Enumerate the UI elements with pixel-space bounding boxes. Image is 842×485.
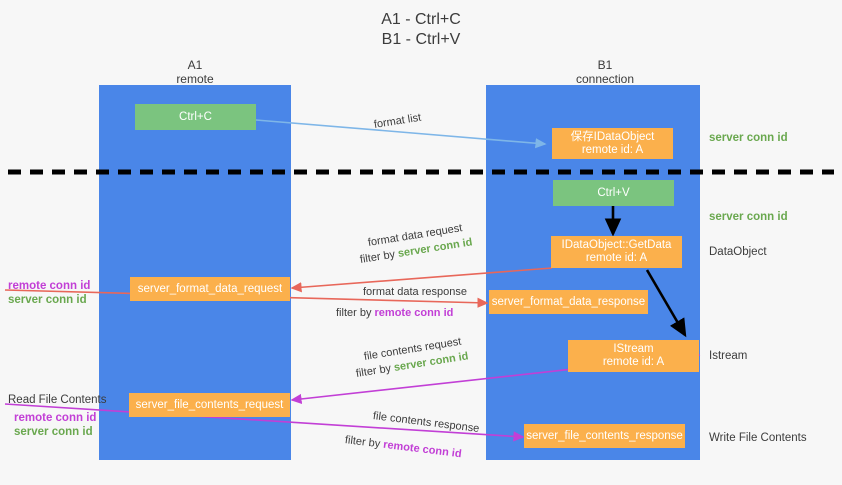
box-server-file-contents-response[interactable]: server_file_contents_response <box>524 424 685 448</box>
filter-prefix: filter by <box>336 307 375 319</box>
box-server-file-contents-response-label: server_file_contents_response <box>526 429 683 442</box>
filter-prefix: filter by <box>344 434 384 451</box>
box-ctrl-v-label: Ctrl+V <box>597 186 630 199</box>
box-server-format-data-request-label: server_format_data_request <box>137 282 283 295</box>
label-istream: Istream <box>709 350 748 362</box>
lane-header-b1: B1 connection <box>545 58 665 86</box>
label-dataobject: DataObject <box>709 246 767 258</box>
lane-header-b1-name: B1 <box>597 58 613 72</box>
label-write-file-contents: Write File Contents <box>709 432 807 444</box>
title-line-2: B1 - Ctrl+V <box>381 31 461 48</box>
box-idataobject-title: 保存IDataObject <box>570 130 655 143</box>
lane-header-b1-sub: connection <box>575 72 635 86</box>
filter-prefix: filter by <box>355 362 395 380</box>
filter-prefix: filter by <box>359 248 399 266</box>
lane-header-a1: A1 remote <box>135 58 255 86</box>
label-remote-conn-id-format: remote conn id <box>8 280 91 292</box>
box-idataobject-getdata[interactable]: IDataObject::GetData remote id: A <box>551 236 682 268</box>
filter-key-remote-conn-id: remote conn id <box>382 438 463 461</box>
filter-key-remote-conn-id: remote conn id <box>374 307 454 319</box>
box-ctrl-c-label: Ctrl+C <box>179 110 212 123</box>
edge-label-format-data-response: format data response <box>363 286 467 298</box>
box-idataobject-remote-id: remote id: A <box>581 143 644 156</box>
box-idataobject[interactable]: 保存IDataObject remote id: A <box>552 128 673 159</box>
label-server-conn-id-second: server conn id <box>709 211 788 223</box>
box-server-file-contents-request-label: server_file_contents_request <box>135 398 284 411</box>
lane-header-a1-name: A1 <box>187 58 203 72</box>
box-ctrl-v[interactable]: Ctrl+V <box>553 180 674 206</box>
left-label-group-format: remote conn id server conn id <box>8 279 90 307</box>
label-remote-conn-id-file: remote conn id <box>14 412 97 424</box>
box-ctrl-c[interactable]: Ctrl+C <box>135 104 256 130</box>
label-server-conn-id-format: server conn id <box>8 294 87 306</box>
box-server-format-data-response[interactable]: server_format_data_response <box>489 290 648 314</box>
label-server-conn-id-file: server conn id <box>14 426 93 438</box>
edge-label-format-data-response-filter: filter by remote conn id <box>336 306 453 320</box>
box-istream-title: IStream <box>613 343 654 355</box>
box-server-file-contents-request[interactable]: server_file_contents_request <box>129 393 290 417</box>
box-getdata-remote-id: remote id: A <box>585 252 648 264</box>
left-label-group-file: remote conn id server conn id <box>14 411 96 439</box>
title-line-1: A1 - Ctrl+C <box>381 11 461 28</box>
diagram-title: A1 - Ctrl+C B1 - Ctrl+V <box>0 10 842 50</box>
box-getdata-title: IDataObject::GetData <box>561 239 672 251</box>
lane-header-a1-sub: remote <box>176 72 214 86</box>
box-istream[interactable]: IStream remote id: A <box>568 340 699 372</box>
label-read-file-contents: Read File Contents <box>8 394 107 406</box>
box-server-format-data-request[interactable]: server_format_data_request <box>130 277 290 301</box>
box-server-format-data-response-label: server_format_data_response <box>491 295 646 308</box>
box-istream-remote-id: remote id: A <box>602 356 665 368</box>
edge-label-file-contents-response: file contents response <box>372 410 480 435</box>
edge-label-format-list: format list <box>373 111 423 131</box>
edge-label-file-contents-response-filter: filter by remote conn id <box>344 433 462 461</box>
label-server-conn-id-top: server conn id <box>709 132 788 144</box>
